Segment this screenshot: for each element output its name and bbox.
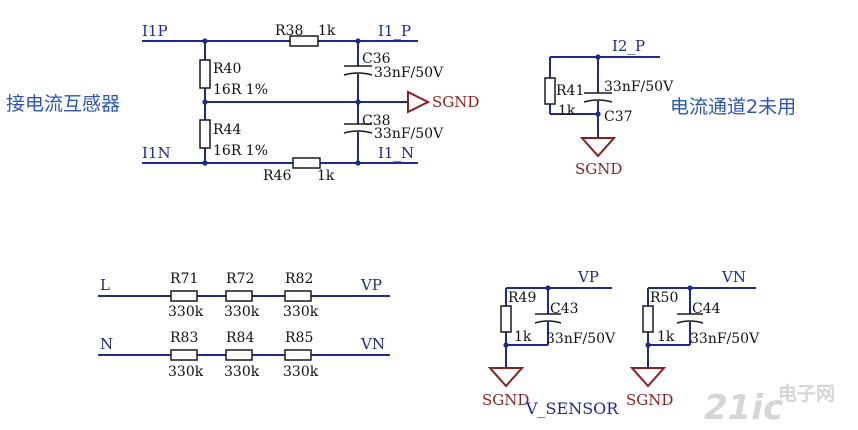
resistor-r72 xyxy=(225,290,253,302)
net-label-vp-sensor: VP xyxy=(577,268,599,286)
value-r71: 330k xyxy=(168,304,204,320)
net-label-vn: VN xyxy=(360,335,385,353)
ref-c36: C36 xyxy=(362,51,391,67)
value-c44: 33nF/50V xyxy=(690,331,760,347)
junction-dot xyxy=(595,111,601,117)
watermark-logo-text: 21ic xyxy=(704,388,783,428)
ref-r40: R40 xyxy=(213,61,241,77)
value-r83: 330k xyxy=(168,364,204,380)
ref-r72: R72 xyxy=(226,271,254,287)
net-label-i1n: I1N xyxy=(142,144,171,162)
resistor-r84 xyxy=(225,349,253,361)
sgnd-port-icon xyxy=(407,90,431,114)
net-label-n: N xyxy=(100,335,113,353)
ref-c44: C44 xyxy=(692,301,721,317)
block-label-v-sensor: V_SENSOR xyxy=(525,399,619,418)
value-c43: 33nF/50V xyxy=(546,331,616,347)
resistor-r40 xyxy=(199,59,211,89)
junction-dot xyxy=(355,99,361,105)
ref-r83: R83 xyxy=(170,330,198,346)
ref-r50: R50 xyxy=(650,290,678,306)
ref-r82: R82 xyxy=(285,271,313,287)
net-label-i1n-right: I1_N xyxy=(378,144,414,162)
v-sensor-block: VP VN R49 1k C43 33nF/50V R50 1k C44 33n… xyxy=(482,268,760,418)
resistor-r38 xyxy=(289,35,319,47)
net-label-l: L xyxy=(100,276,110,294)
ref-r71: R71 xyxy=(170,271,198,287)
value-r49: 1k xyxy=(514,329,532,345)
voltage-divider-chains: L VP N VN R71 330k R72 330k R82 330k R83… xyxy=(98,271,390,380)
value-c36: 33nF/50V xyxy=(374,65,444,81)
junction-dot xyxy=(355,160,361,166)
resistor-r83 xyxy=(170,349,198,361)
ref-c43: C43 xyxy=(550,301,579,317)
resistor-r44 xyxy=(199,119,211,149)
value-c37: 33nF/50V xyxy=(604,79,674,95)
ground-icon xyxy=(579,137,617,158)
value-r44: 16R 1% xyxy=(213,143,268,159)
note-connect-ct: 接电流互感器 xyxy=(6,93,120,115)
value-r82: 330k xyxy=(283,304,319,320)
ref-c37: C37 xyxy=(604,109,633,125)
value-r85: 330k xyxy=(283,364,319,380)
ref-r49: R49 xyxy=(508,290,536,306)
resistor-r82 xyxy=(284,290,312,302)
net-label-i1p: I1P xyxy=(142,22,168,40)
junction-dot xyxy=(202,38,208,44)
value-r40: 16R 1% xyxy=(213,82,268,98)
sgnd-label: SGND xyxy=(626,391,673,409)
resistor-r50 xyxy=(642,305,654,333)
ref-r44: R44 xyxy=(213,122,241,138)
junction-dot xyxy=(503,342,509,348)
ref-r38: R38 xyxy=(275,23,303,39)
watermark-text: 电子网 xyxy=(778,382,835,405)
sgnd-label: SGND xyxy=(482,391,529,409)
junction-dot xyxy=(545,285,551,291)
junction-dot xyxy=(202,160,208,166)
capacitor-c43 xyxy=(534,313,562,324)
resistor-r41 xyxy=(544,77,556,105)
value-r50: 1k xyxy=(657,329,675,345)
sgnd-label: SGND xyxy=(432,93,479,111)
capacitor-c44 xyxy=(676,313,704,324)
value-r72: 330k xyxy=(224,304,260,320)
junction-dot xyxy=(355,38,361,44)
ref-r46: R46 xyxy=(263,168,291,184)
junction-dot xyxy=(687,285,693,291)
net-label-i2p: I2_P xyxy=(612,37,645,55)
resistor-r46 xyxy=(292,157,321,169)
value-c38: 33nF/50V xyxy=(374,126,444,142)
junction-dot xyxy=(645,342,651,348)
resistor-r71 xyxy=(170,290,198,302)
resistor-r49 xyxy=(500,305,512,333)
ref-c38: C38 xyxy=(362,113,391,129)
sgnd-label: SGND xyxy=(575,160,622,178)
value-r38: 1k xyxy=(318,23,336,39)
value-r84: 330k xyxy=(224,364,260,380)
value-r46: 1k xyxy=(317,168,335,184)
capacitor-c38 xyxy=(343,123,373,134)
ref-r84: R84 xyxy=(226,330,254,346)
ground-icon xyxy=(629,367,667,388)
value-r41: 1k xyxy=(558,103,576,119)
net-label-vp: VP xyxy=(360,276,382,294)
watermark-logo: 21ic 电子网 xyxy=(704,382,835,428)
ref-r41: R41 xyxy=(556,83,584,99)
current-channel-2: I2_P R41 1k 33nF/50V C37 SGND 电流通道2未用 xyxy=(544,37,796,178)
capacitor-c36 xyxy=(343,65,373,76)
note-ch2-unused: 电流通道2未用 xyxy=(670,96,796,118)
capacitor-c37 xyxy=(583,92,613,103)
ground-icon xyxy=(487,367,525,388)
junction-dot xyxy=(595,54,601,60)
net-label-vn-sensor: VN xyxy=(721,268,746,286)
ref-r85: R85 xyxy=(285,330,313,346)
net-label-i1p-right: I1_P xyxy=(378,22,411,40)
current-sensor-block: I1P I1_P I1N I1_N R38 1k R46 1k R40 16R … xyxy=(6,22,479,184)
junction-dot xyxy=(202,99,208,105)
resistor-r85 xyxy=(284,349,312,361)
